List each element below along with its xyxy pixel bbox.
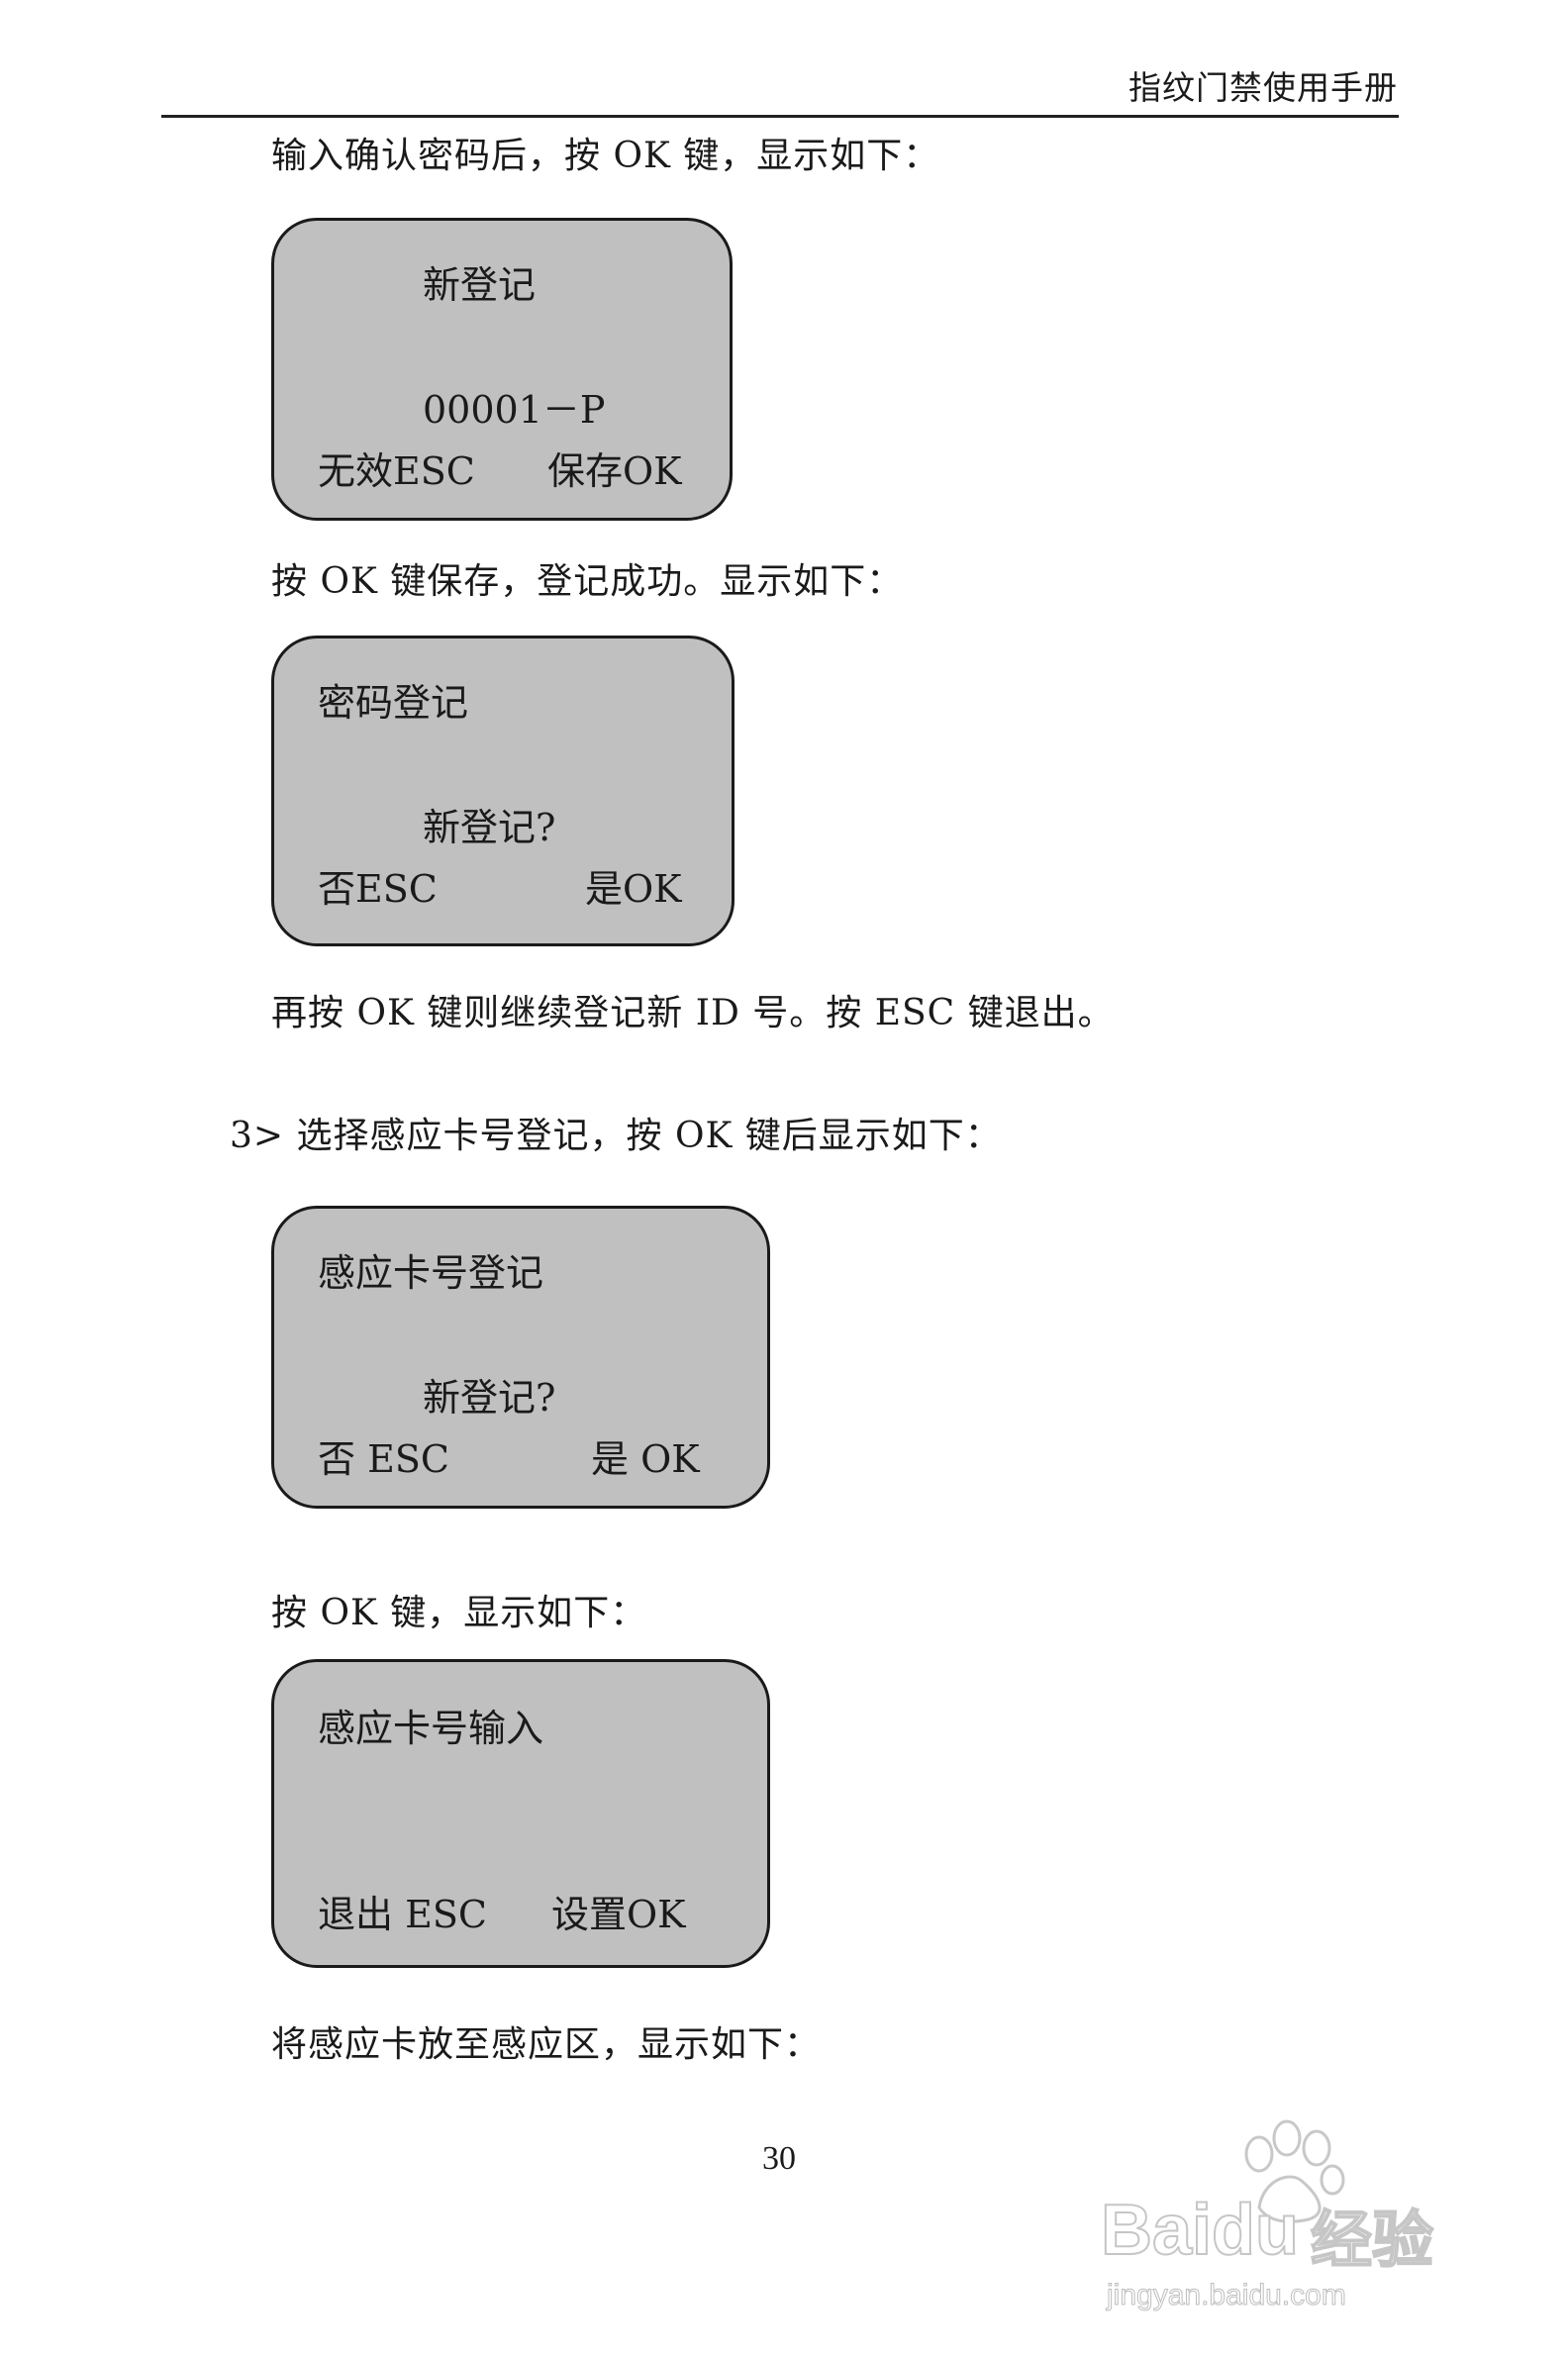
paragraph-press-ok: 按 OK 键，显示如下： — [271, 1593, 647, 1633]
screen-softkey-esc: 否ESC — [318, 867, 438, 911]
screen-title: 感应卡号登记 — [318, 1251, 544, 1295]
screen-title: 密码登记 — [318, 681, 469, 725]
screen-softkey-ok: 保存OK — [547, 449, 682, 493]
baidu-jingyan-watermark: Baidu 经验 jingyan.baidu.com — [1100, 2118, 1477, 2326]
screen-prompt: 新登记? — [423, 1376, 556, 1420]
screen-softkey-ok: 是OK — [585, 867, 682, 911]
lcd-screen-new-register: 新登记 00001－P 无效ESC 保存OK — [271, 218, 733, 521]
watermark-url: jingyan.baidu.com — [1107, 2279, 1347, 2312]
paragraph-place-card: 将感应卡放至感应区，显示如下： — [271, 2024, 822, 2065]
page-number: 30 — [762, 2140, 796, 2177]
screen-softkey-ok: 设置OK — [551, 1893, 686, 1936]
header-divider — [161, 115, 1399, 118]
screen-title: 新登记 — [423, 263, 537, 307]
screen-softkey-esc: 无效ESC — [318, 449, 475, 493]
watermark-product: 经验 — [1310, 2206, 1434, 2276]
lcd-screen-password-register: 密码登记 新登记? 否ESC 是OK — [271, 636, 735, 946]
watermark-brand-du: du — [1211, 2190, 1300, 2271]
paragraph-enter-confirm-password: 输入确认密码后，按 OK 键，显示如下： — [271, 136, 940, 176]
paragraph-save-success: 按 OK 键保存，登记成功。显示如下： — [271, 561, 904, 602]
screen-user-id: 00001－P — [423, 388, 606, 432]
manual-title: 指纹门禁使用手册 — [1128, 68, 1398, 107]
watermark-brand: Bai — [1100, 2190, 1213, 2271]
paw-logo-icon — [1244, 2119, 1345, 2223]
paragraph-continue-or-exit: 再按 OK 键则继续登记新 ID 号。按 ESC 键退出。 — [271, 993, 1115, 1033]
screen-softkey-esc: 否 ESC — [318, 1437, 449, 1481]
screen-softkey-ok: 是 OK — [591, 1437, 700, 1481]
lcd-screen-card-input: 感应卡号输入 退出 ESC 设置OK — [271, 1659, 770, 1968]
screen-title: 感应卡号输入 — [318, 1707, 544, 1750]
screen-prompt: 新登记? — [423, 806, 556, 849]
paragraph-step-3-card-register: 3> 选择感应卡号登记，按 OK 键后显示如下： — [230, 1116, 1002, 1156]
screen-softkey-esc: 退出 ESC — [318, 1893, 487, 1936]
lcd-screen-card-register: 感应卡号登记 新登记? 否 ESC 是 OK — [271, 1206, 770, 1509]
